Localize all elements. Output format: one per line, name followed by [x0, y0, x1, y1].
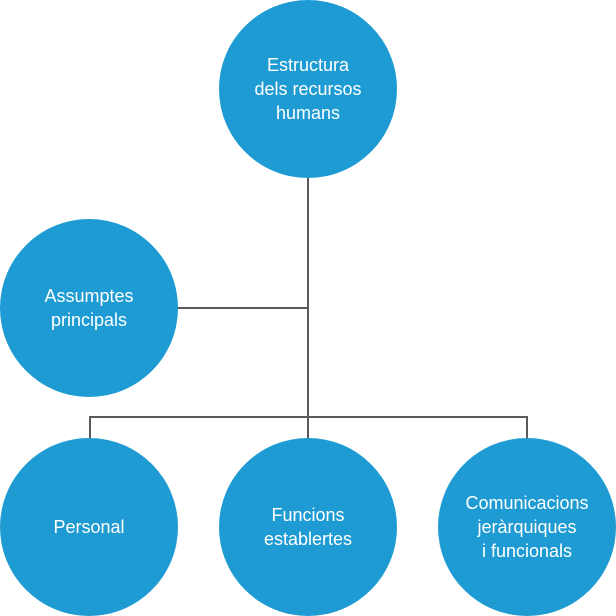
connector-children-bar	[89, 416, 528, 418]
node-assumptes-principals: Assumptes principals	[0, 219, 178, 397]
node-root: Estructura dels recursos humans	[219, 0, 397, 178]
node-child2-label: Funcions establertes	[263, 505, 353, 549]
connector-child3	[526, 416, 528, 442]
node-comunicacions: Comunicacions jeràrquiques i funcionals	[438, 438, 616, 616]
node-personal: Personal	[0, 438, 178, 616]
node-side-label: Assumptes principals	[44, 286, 134, 330]
node-funcions-establertes: Funcions establertes	[219, 438, 397, 616]
node-child3-label: Comunicacions jeràrquiques i funcionals	[465, 493, 589, 561]
connector-root-trunk	[307, 170, 309, 440]
connector-child1	[89, 416, 91, 442]
connector-side-branch	[170, 307, 308, 309]
node-child1-label: Personal	[53, 517, 125, 537]
node-root-label: Estructura dels recursos humans	[254, 55, 362, 123]
